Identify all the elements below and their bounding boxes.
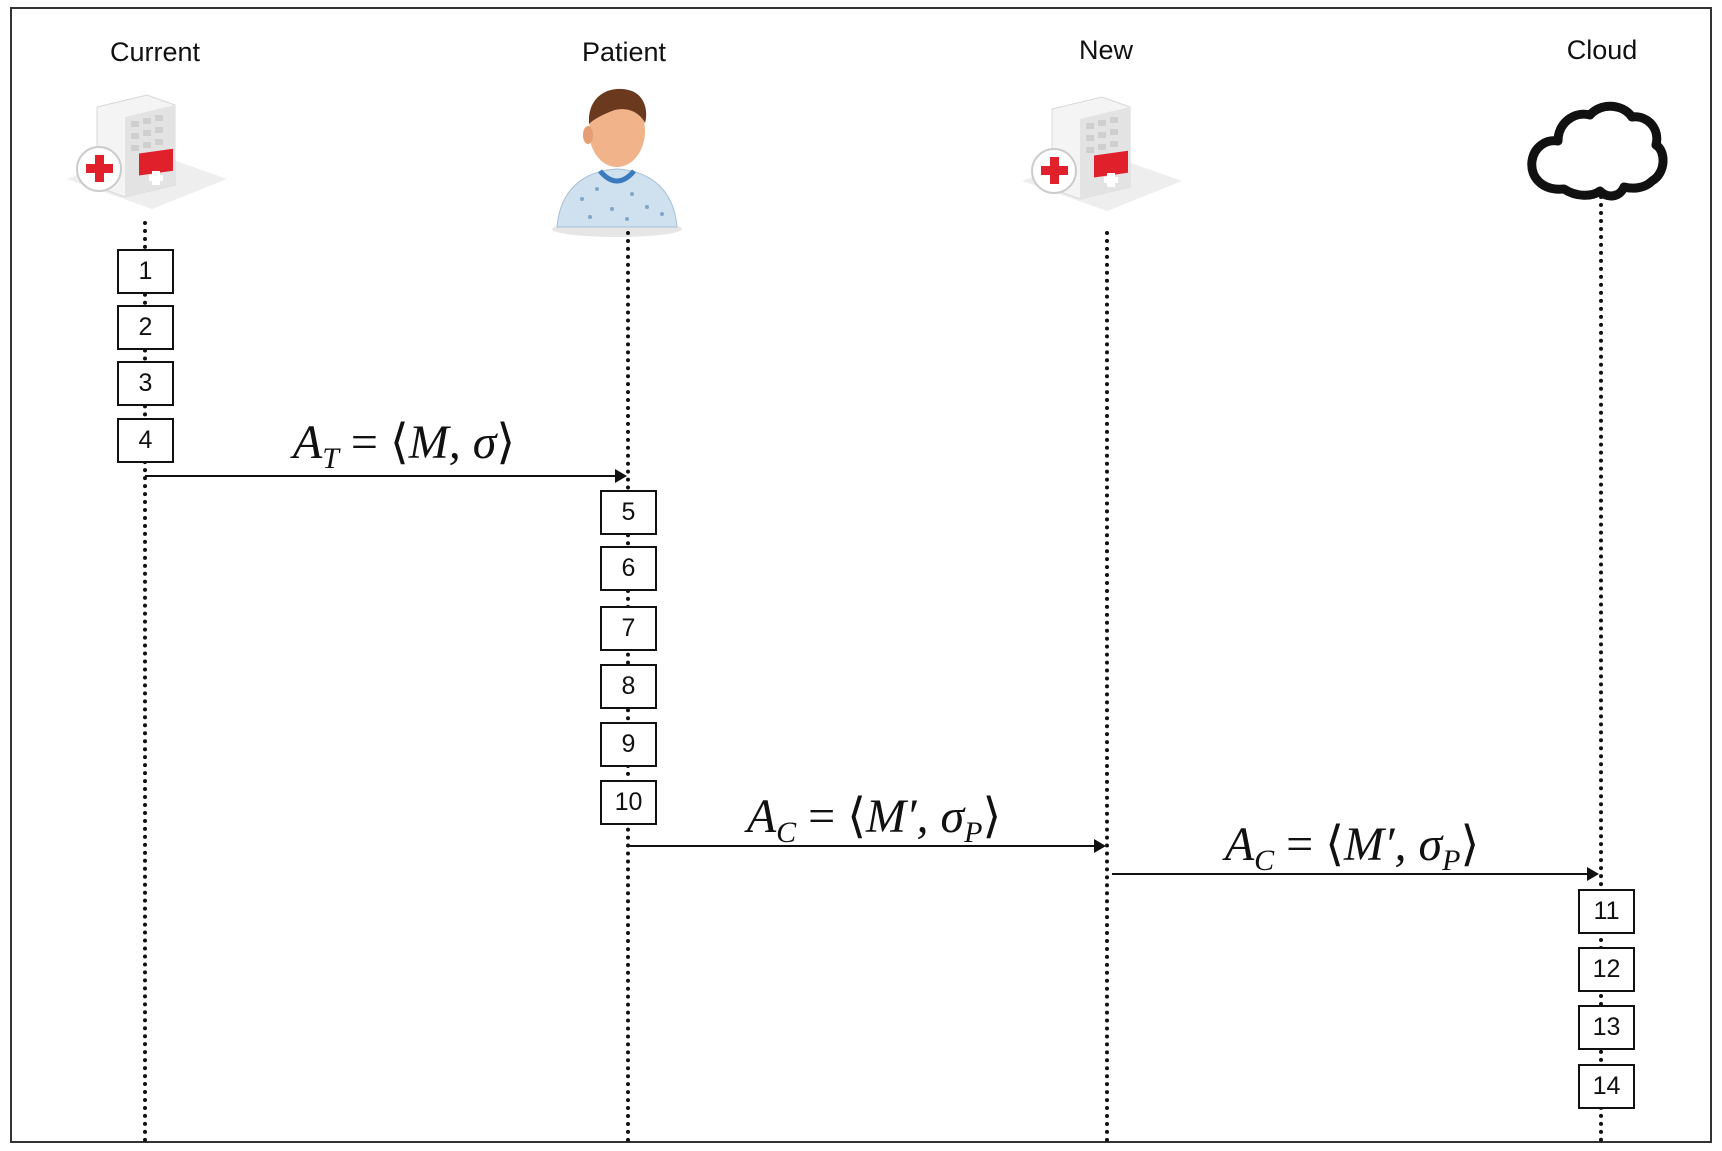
message-arrow-new-to-cloud <box>1112 867 1599 881</box>
step-box: 8 <box>600 664 657 709</box>
step-box: 13 <box>1578 1005 1635 1050</box>
step-box: 5 <box>600 490 657 535</box>
step-box: 4 <box>117 418 174 463</box>
step-box: 7 <box>600 606 657 651</box>
hospital-icon <box>1022 96 1182 211</box>
step-box: 6 <box>600 546 657 591</box>
actor-label-cloud: Cloud <box>1566 35 1638 65</box>
actor-label-new: New <box>1078 35 1134 65</box>
step-box: 9 <box>600 722 657 767</box>
message-label-ac-to-new: AC = ⟨M′, σP⟩ <box>746 790 1002 849</box>
patient-icon <box>552 88 682 237</box>
step-box: 10 <box>600 780 657 825</box>
step-box: 3 <box>117 361 174 406</box>
message-label-at: AT = ⟨M, σ⟩ <box>292 416 516 475</box>
message-arrow-patient-to-new <box>628 839 1106 853</box>
step-box: 11 <box>1578 889 1635 934</box>
sequence-diagram: Current Patient New Cloud <box>10 7 1712 1143</box>
step-box: 1 <box>117 249 174 294</box>
message-arrow-current-to-patient <box>145 469 627 483</box>
message-label-ac-to-cloud: AC = ⟨M′, σP⟩ <box>1224 818 1480 877</box>
lifeline-current <box>143 221 147 1143</box>
lifeline-cloud <box>1599 187 1603 1143</box>
hospital-icon <box>67 94 227 209</box>
step-box: 12 <box>1578 947 1635 992</box>
lifeline-new <box>1105 231 1109 1143</box>
cloud-icon <box>1527 101 1668 201</box>
actor-label-current: Current <box>109 37 201 67</box>
actor-label-patient: Patient <box>581 37 667 67</box>
step-box: 2 <box>117 305 174 350</box>
step-box: 14 <box>1578 1064 1635 1109</box>
